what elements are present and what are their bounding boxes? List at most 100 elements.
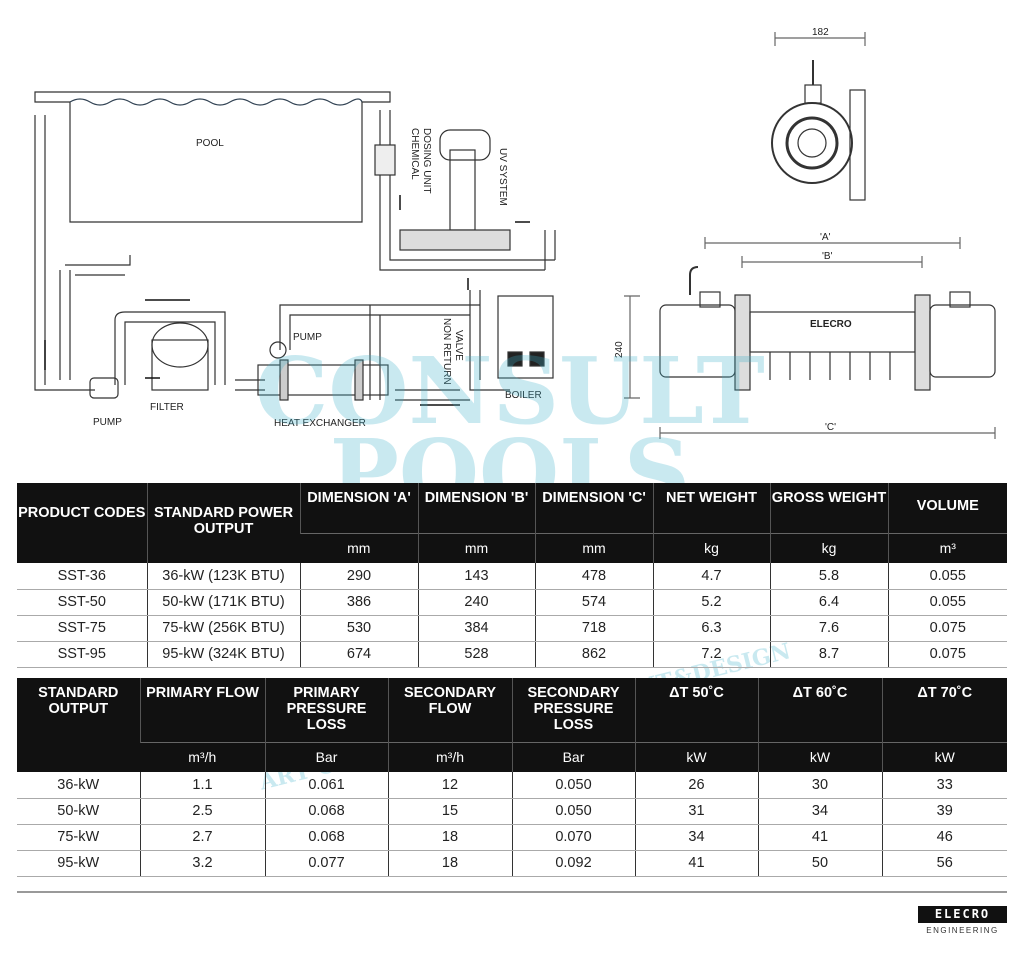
table-cell: 46: [881, 824, 1007, 851]
table-cell: 530: [299, 615, 418, 642]
filter-label: FILTER: [150, 402, 184, 413]
unit-cell: Bar: [511, 741, 635, 772]
table-cell: 0.055: [887, 563, 1007, 590]
table-cell: 4.7: [652, 563, 770, 590]
table-cell: 0.055: [887, 589, 1007, 616]
table-cell: 6.3: [652, 615, 770, 642]
table-cell: 3.2: [139, 850, 265, 877]
table-cell: 56: [881, 850, 1007, 877]
table-cell: 718: [534, 615, 653, 642]
table-cell: 0.092: [511, 850, 635, 877]
table-cell: 41: [757, 824, 882, 851]
table-cell: 12: [387, 772, 512, 799]
header-gross-weight: GROSS WEIGHT: [769, 483, 888, 533]
header-dimension-b: DIMENSION 'B': [417, 483, 535, 533]
dim-c: 'C': [825, 422, 836, 433]
unit-cell: kg: [652, 532, 770, 563]
unit-cell: mm: [534, 532, 653, 563]
table-cell: 31: [634, 798, 758, 825]
unit-cell: kW: [881, 741, 1007, 772]
table-cell: 143: [417, 563, 535, 590]
header-primary-flow: PRIMARY FLOW: [139, 678, 265, 742]
uv-system-label: UV SYSTEM: [497, 148, 508, 206]
unit-cell: kg: [769, 532, 888, 563]
header-primary-pressure-loss: PRIMARY PRESSURE LOSS: [264, 678, 388, 742]
dim-240: 240: [614, 341, 625, 358]
table-cell: 41: [634, 850, 758, 877]
table-cell: 384: [417, 615, 535, 642]
header-standard-output: STANDARD OUTPUT: [17, 678, 140, 772]
table-cell: 36-kW: [17, 772, 140, 799]
header-dimension-c: DIMENSION 'C': [534, 483, 653, 533]
table-cell: 6.4: [769, 589, 888, 616]
unit-cell: mm: [300, 532, 418, 563]
table-cell: SST-75: [17, 615, 147, 642]
unit-cell: kW: [757, 741, 882, 772]
table-cell: 50-kW: [17, 798, 140, 825]
table-cell: 0.050: [511, 798, 635, 825]
non-return-valve-label-1: NON RETURN: [441, 318, 452, 385]
table-cell: 50-kW (171K BTU): [146, 589, 300, 616]
table-cell: 95-kW (324K BTU): [146, 641, 300, 668]
elecro-logo: ELECRO ENGINEERING: [918, 906, 1007, 935]
dim-a: 'A': [820, 232, 831, 243]
unit-cell: m³/h: [140, 741, 265, 772]
pool-label: POOL: [196, 138, 224, 149]
table-cell: 862: [534, 641, 653, 668]
unit-brand: ELECRO: [810, 319, 852, 330]
chemical-dosing-label-1: CHEMICAL: [409, 128, 420, 180]
table-cell: 75-kW (256K BTU): [146, 615, 300, 642]
table-cell: 0.077: [264, 850, 388, 877]
table-cell: 33: [881, 772, 1007, 799]
header-dt-60: ΔT 60˚C: [757, 678, 882, 742]
header-secondary-flow: SECONDARY FLOW: [387, 678, 512, 742]
footer-divider: [17, 891, 1007, 893]
table-cell: 0.068: [264, 824, 388, 851]
header-product-codes: PRODUCT CODES: [17, 483, 147, 563]
header-net-weight: NET WEIGHT: [652, 483, 770, 533]
table-cell: 574: [534, 589, 653, 616]
header-dimension-a: DIMENSION 'A': [299, 483, 418, 533]
table-cell: 75-kW: [17, 824, 140, 851]
header-dt-70: ΔT 70˚C: [881, 678, 1007, 742]
table-cell: 8.7: [769, 641, 888, 668]
unit-cell: Bar: [264, 741, 388, 772]
table-cell: SST-36: [17, 563, 147, 590]
logo-subtitle: ENGINEERING: [926, 926, 999, 935]
table-cell: 528: [417, 641, 535, 668]
pump-left-label: PUMP: [93, 417, 122, 428]
dim-b: 'B': [822, 251, 833, 262]
header-secondary-pressure-loss: SECONDARY PRESSURE LOSS: [511, 678, 635, 742]
table-cell: 240: [417, 589, 535, 616]
table-cell: 0.075: [887, 641, 1007, 668]
boiler-label: BOILER: [505, 390, 542, 401]
table-cell: 34: [634, 824, 758, 851]
dim-182: 182: [812, 27, 829, 38]
table-cell: 30: [757, 772, 882, 799]
table-cell: 0.050: [511, 772, 635, 799]
table-cell: 5.2: [652, 589, 770, 616]
table-cell: 26: [634, 772, 758, 799]
non-return-valve-label-2: VALVE: [453, 330, 464, 361]
product-dimensions-table: PRODUCT CODES STANDARD POWER OUTPUT DIME…: [17, 483, 1007, 668]
table-cell: 95-kW: [17, 850, 140, 877]
table-cell: 0.070: [511, 824, 635, 851]
table-cell: 386: [299, 589, 418, 616]
table-cell: 39: [881, 798, 1007, 825]
table-cell: 0.068: [264, 798, 388, 825]
header-dt-50: ΔT 50˚C: [634, 678, 758, 742]
table-cell: 2.7: [139, 824, 265, 851]
installation-diagram: POOL CHEMICAL DOSING UNIT UV SYSTEM PUMP…: [34, 27, 996, 439]
heat-exchanger-label: HEAT EXCHANGER: [274, 418, 366, 429]
table-cell: 1.1: [139, 772, 265, 799]
unit-cell: m³/h: [387, 741, 512, 772]
table-cell: 15: [387, 798, 512, 825]
